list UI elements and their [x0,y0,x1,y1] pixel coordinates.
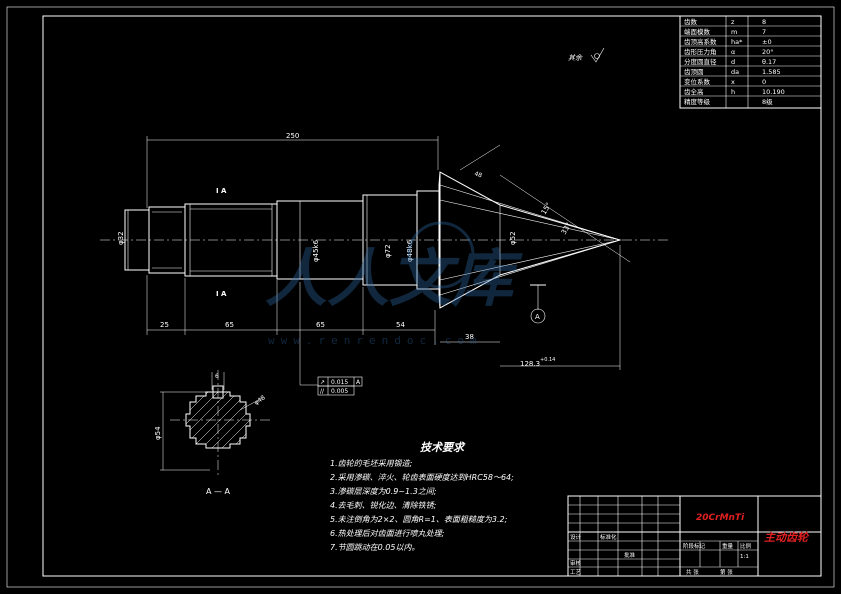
section-label: A — A [206,487,231,496]
tb-scale-value: 1:1 [740,554,749,560]
tech-req-item: 2.采用渗碳、淬火、轮齿表面硬度达到HRC58～64; [330,473,514,482]
dimension-lines: 250 25 65 65 54 38 128.3 +0.14 [146,132,621,386]
tb-scale: 比例 [740,542,752,550]
tech-req-item: 6.热处理后对齿面进行喷丸处理; [330,529,445,538]
param-name: 变位系数 [684,77,711,86]
dim-phi-gear: φ52 [509,231,517,245]
tb-check: 审核 [570,559,582,567]
keyway-dim: 6 [215,373,219,380]
tb-approve: 批准 [624,551,636,559]
tb-sheet: 第 张 [720,568,733,576]
param-symbol: α [731,48,735,56]
param-symbol: x [731,78,735,86]
geometric-tolerance-frames: ↗ 0.015 A // 0.005 [317,376,363,396]
param-symbol: da [731,68,739,76]
tb-stage-mark: 阶段标记 [683,542,706,550]
title-block: 20CrMnTi 主动齿轮 设计 标准化 审核 工艺 批准 阶段标记 重量 比例… [567,495,822,577]
tech-req-item: 5.未注倒角为2×2、圆角R=1、表面粗糙度为3.2; [330,515,508,524]
material-label: 20CrMnTi [696,513,745,523]
dim-top: 48 [473,170,483,179]
tol-symbol: // [320,388,325,395]
section-mark-top: I A [216,187,227,195]
dim-seg2: 65 [225,321,234,329]
dim-angle1: 15° [540,201,553,216]
tb-sheets: 共 张 [686,568,699,576]
param-name: 齿顶高系数 [684,37,717,46]
watermark: 人人文库 www.renrendoc.com [265,221,523,347]
param-symbol: d [731,58,735,66]
dim-phi32: φ32 [117,231,125,245]
param-value: ±0 [762,38,772,46]
tech-req-item: 3.渗碳层深度为0.9~1.3之间; [330,487,437,496]
dim-cone-length: 128.3 [520,360,540,368]
param-name: 精度等级 [684,97,711,106]
param-value: 8级 [762,97,773,106]
tb-standard: 标准化 [600,533,617,541]
roughness-label: 其余 [568,54,583,62]
dim-cone-tolerance: +0.14 [540,357,555,363]
dim-total-length: 250 [286,132,299,140]
inner-border [42,15,822,577]
tol-value: 0.005 [331,388,348,395]
bevel-gear-body [438,171,622,309]
tol-value: 0.015 [331,379,348,386]
tech-req-item: 4.去毛刺、锐化边、清除铁锈; [330,501,437,510]
section-dia: φ48 [253,394,267,406]
param-name: 齿全高 [684,87,704,96]
roughness-note: 其余 [568,47,605,63]
tol-datum: A [356,379,361,386]
part-name: 主动齿轮 [764,531,810,544]
dim-phi48: φ48k6 [406,239,414,262]
outer-border [6,6,835,588]
param-name: 齿数 [684,17,698,26]
param-value: 10.190 [762,88,785,96]
param-symbol: z [731,18,735,26]
technical-requirements: 技术要求 1.齿轮的毛坯采用锻造; 2.采用渗碳、淬火、轮齿表面硬度达到HRC5… [330,441,514,552]
roughness-symbol-icon [590,47,605,63]
section-mark-bottom: I A [216,290,227,298]
dim-seg5: 38 [465,333,474,341]
param-symbol: m [731,28,737,36]
datum-label: A [535,313,540,321]
param-name: 齿形压力角 [684,47,717,56]
dim-seg1: 25 [160,321,169,329]
dim-phi45: φ45k6 [312,239,320,262]
tech-req-title: 技术要求 [420,441,466,454]
param-value: 7 [762,28,766,36]
section-dim: φ54 [154,426,162,440]
tb-design: 设计 [570,533,582,541]
param-name: 齿顶圆 [684,68,704,76]
spline-profile [185,391,251,449]
section-view-a-a: φ54 6 φ48 A — A [154,370,270,496]
param-symbol: h [731,88,735,96]
datum-circle [530,308,546,324]
dim-seg4: 54 [396,321,405,329]
watermark-url: www.renrendoc.com [268,334,483,347]
param-value: 20° [762,48,774,56]
tech-req-item: 1.齿轮的毛坯采用锻造; [330,459,413,468]
param-name: 分度圆直径 [684,57,717,66]
param-symbol: ha* [731,38,743,46]
tb-weight: 重量 [722,542,734,550]
tb-process: 工艺 [570,569,582,576]
param-name: 端面模数 [684,27,711,36]
dim-seg3: 65 [316,321,325,329]
param-value: θ.17 [762,58,776,66]
watermark-text: 人人文库 [265,242,523,315]
param-value: 8 [762,18,766,26]
gear-parameter-table: 齿数 z 8 端面模数 m 7 齿顶高系数 ha* ±0 齿形压力角 α 20°… [679,15,822,109]
tol-symbol: ↗ [320,379,325,386]
tech-req-item: 7.节圆跳动在0.05以内。 [330,543,419,552]
param-value: 1.585 [762,68,781,76]
param-value: 0 [762,78,766,86]
dim-phi72: φ72 [384,244,392,258]
